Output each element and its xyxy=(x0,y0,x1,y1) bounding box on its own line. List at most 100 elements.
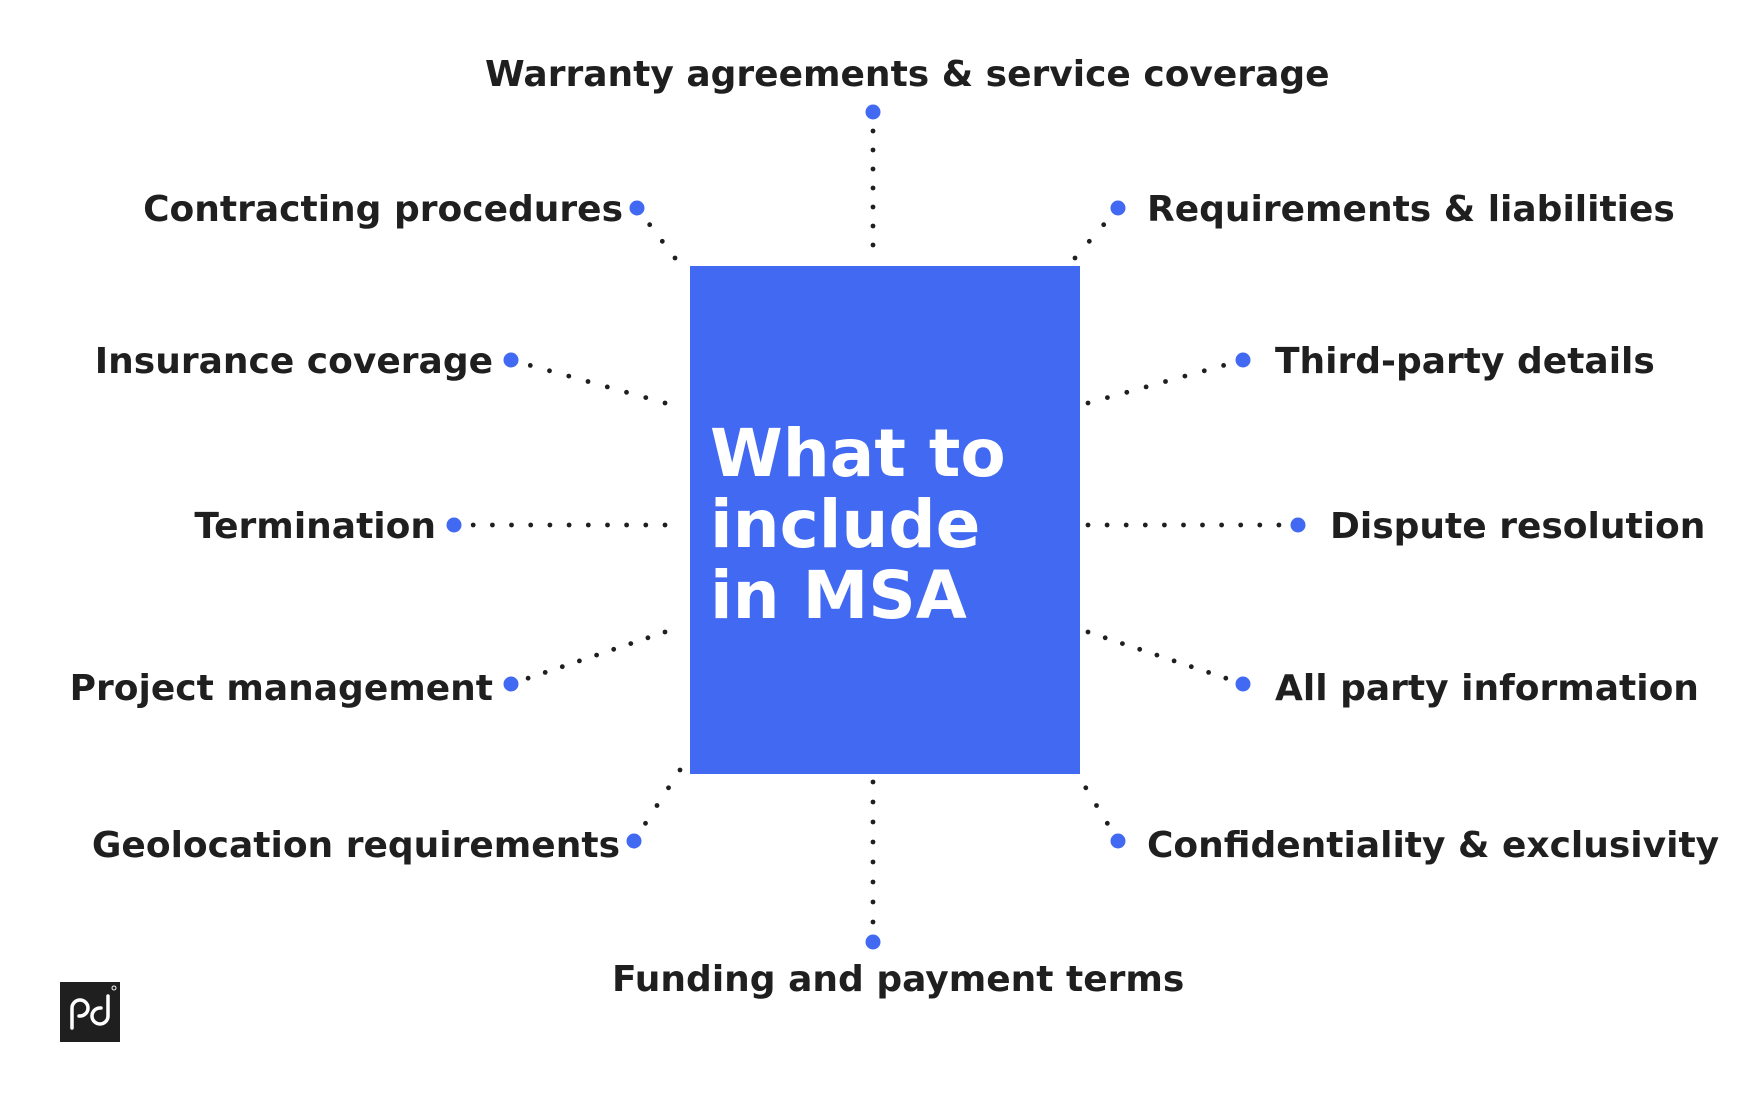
connector-dot-contracting xyxy=(647,222,653,228)
connector-dot-termination xyxy=(643,522,649,528)
topic-dispute: Dispute resolution xyxy=(1330,506,1706,547)
connector-dot-geolocation xyxy=(666,785,671,791)
connector-dot-warranty xyxy=(870,223,876,229)
connector-dot-requirements xyxy=(1101,222,1107,228)
connector-dot-termination xyxy=(624,522,629,528)
connector-dot-warranty xyxy=(870,242,876,248)
connector-dot-funding xyxy=(870,859,876,865)
connector-dot-termination xyxy=(470,522,476,528)
connector-dot-termination xyxy=(547,522,553,528)
connector-dot-funding xyxy=(870,819,876,825)
connector-dot-termination xyxy=(509,522,514,528)
connector-dot-insurance xyxy=(662,400,668,406)
connector-dot-dispute xyxy=(1200,522,1205,528)
connector-dot-dispute xyxy=(1123,522,1129,528)
connector-dot-requirements xyxy=(1072,255,1078,261)
topic-termination: Termination xyxy=(194,506,436,547)
topic-insurance: Insurance coverage xyxy=(94,341,493,382)
topic-warranty: Warranty agreements & service coverage xyxy=(485,54,1330,95)
connector-dot-project xyxy=(662,629,668,635)
center-box: What to include in MSA xyxy=(690,266,1080,774)
endpoint-dot-third-party xyxy=(1235,352,1251,368)
connector-dot-all-party xyxy=(1085,629,1091,635)
connector-dot-confidentiality xyxy=(1104,820,1110,826)
connector-dot-project xyxy=(525,675,531,681)
endpoint-dot-insurance xyxy=(503,352,519,368)
topic-confidentiality: Confidentiality & exclusivity xyxy=(1147,825,1720,866)
endpoint-dot-funding xyxy=(865,934,881,950)
connector-dot-confidentiality xyxy=(1083,785,1089,791)
connector-dot-contracting xyxy=(659,238,665,244)
connector-dot-insurance xyxy=(643,395,649,400)
connector-dot-insurance xyxy=(624,389,629,395)
endpoint-dot-warranty xyxy=(865,104,881,120)
connector-dot-dispute xyxy=(1181,522,1186,528)
pd-logo-icon xyxy=(60,982,120,1042)
endpoint-dot-geolocation xyxy=(626,833,642,849)
connector-dot-termination xyxy=(605,522,610,528)
connector-dot-dispute xyxy=(1238,522,1244,528)
connector-dot-requirements xyxy=(1086,238,1092,244)
connector-dot-funding xyxy=(870,779,876,785)
connector-dot-dispute xyxy=(1257,522,1263,528)
endpoint-dot-termination xyxy=(446,517,462,533)
connector-dot-project xyxy=(594,652,599,658)
connector-dot-warranty xyxy=(870,166,876,172)
connector-dot-funding xyxy=(870,879,876,885)
connector-dot-geolocation xyxy=(643,820,648,826)
connector-dot-warranty xyxy=(870,147,876,153)
connector-dot-funding xyxy=(870,799,876,805)
endpoint-dot-project xyxy=(503,676,519,692)
connector-dot-geolocation xyxy=(677,767,683,773)
topic-all-party: All party information xyxy=(1275,668,1699,709)
connector-dot-insurance xyxy=(585,379,591,384)
topic-project: Project management xyxy=(69,668,493,709)
connector-dot-third-party xyxy=(1182,373,1188,379)
connector-dot-insurance xyxy=(527,363,533,368)
connector-dot-all-party xyxy=(1154,652,1160,658)
connector-dot-all-party xyxy=(1120,641,1125,646)
connector-dot-all-party xyxy=(1188,664,1194,670)
connector-dot-all-party xyxy=(1206,670,1211,675)
connector-dot-dispute xyxy=(1085,522,1091,528)
connector-dot-all-party xyxy=(1137,646,1143,652)
endpoint-dot-dispute xyxy=(1290,517,1306,533)
topic-third-party: Third-party details xyxy=(1275,341,1655,382)
endpoint-dot-all-party xyxy=(1235,676,1251,692)
connector-dot-funding xyxy=(870,919,876,925)
connector-dot-all-party xyxy=(1102,635,1108,641)
connector-dot-warranty xyxy=(870,185,876,191)
connector-dot-third-party xyxy=(1085,400,1091,406)
connector-dot-insurance xyxy=(566,373,572,379)
connector-dot-third-party xyxy=(1201,368,1207,374)
connector-dot-third-party xyxy=(1143,384,1149,390)
connector-dot-dispute xyxy=(1219,522,1224,528)
topic-geolocation: Geolocation requirements xyxy=(91,825,620,866)
connector-dot-termination xyxy=(585,522,591,528)
connector-dot-dispute xyxy=(1162,522,1167,528)
connector-dot-termination xyxy=(566,522,572,528)
connector-dot-dispute xyxy=(1104,522,1110,528)
connector-dot-all-party xyxy=(1223,675,1229,681)
topic-funding: Funding and payment terms xyxy=(612,959,1185,1000)
connector-dot-project xyxy=(645,635,651,641)
endpoint-dot-contracting xyxy=(629,200,645,216)
connector-dot-funding xyxy=(870,839,876,845)
connector-dot-termination xyxy=(490,522,495,528)
connector-dot-third-party xyxy=(1105,395,1110,400)
topic-requirements: Requirements & liabilities xyxy=(1147,189,1675,230)
connector-dot-dispute xyxy=(1142,522,1148,528)
connector-dot-project xyxy=(542,670,548,675)
connector-dot-project xyxy=(628,641,634,646)
connector-dot-warranty xyxy=(870,128,876,134)
connector-dot-project xyxy=(559,664,565,670)
connector-dot-third-party xyxy=(1124,389,1130,395)
endpoint-dot-confidentiality xyxy=(1110,833,1126,849)
connector-dot-funding xyxy=(870,899,876,905)
topic-contracting: Contracting procedures xyxy=(143,189,623,230)
connector-dot-third-party xyxy=(1163,379,1168,384)
connector-dot-warranty xyxy=(870,204,876,210)
connector-dot-insurance xyxy=(547,368,552,374)
connector-dot-contracting xyxy=(672,255,678,261)
